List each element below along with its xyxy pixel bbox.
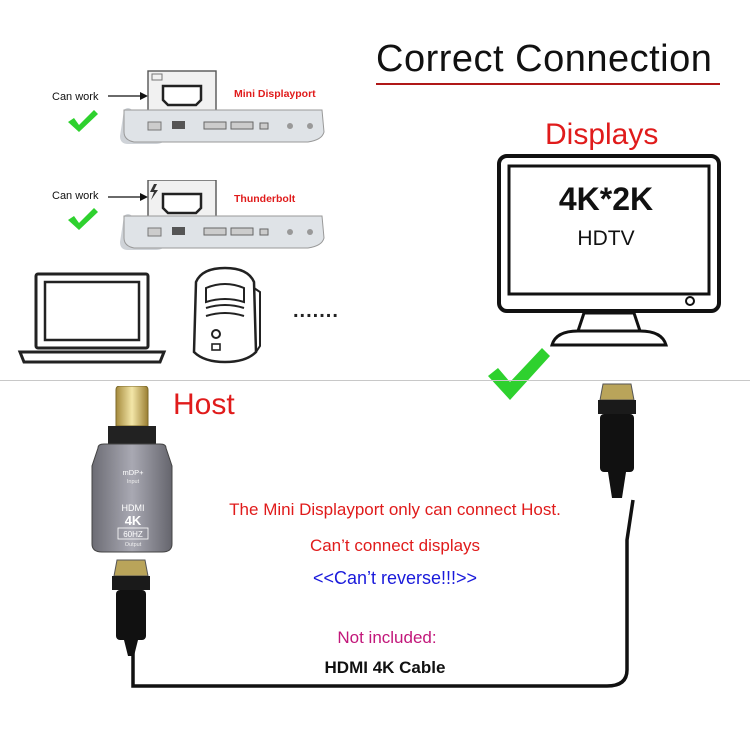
laptop-thunderbolt-illustration <box>108 180 325 250</box>
laptop2-status: Can work <box>52 190 99 202</box>
adapter-input-label: mDP+ <box>122 468 144 477</box>
adapter-input-sub: Input <box>127 479 140 485</box>
laptop-mini-displayport-illustration <box>108 70 325 144</box>
desktop-tower-icon <box>192 266 261 364</box>
not-included-label: Not included: <box>337 628 437 647</box>
cable-name: HDMI 4K Cable <box>324 658 446 677</box>
adapter-output-sub: Output <box>125 542 142 548</box>
check-icon <box>488 348 550 400</box>
laptop2-check-icon <box>68 208 98 230</box>
laptop1-port-label: Mini Displayport <box>234 88 316 100</box>
notice-host-only: The Mini Displayport only can connect Ho… <box>229 500 561 519</box>
more-devices-ellipsis: ....... <box>293 300 339 322</box>
adapter-output-brand: HDMI <box>122 503 145 513</box>
laptop2-port-label: Thunderbolt <box>234 193 296 205</box>
notice-cant-reverse: <<Can’t reverse!!!>> <box>312 568 478 588</box>
adapter-illustration: mDP+ Input HDMI 4K 60HZ Output <box>91 386 173 553</box>
section-divider <box>0 380 750 381</box>
monitor-resolution: 4K*2K <box>559 181 653 217</box>
monitor-illustration: 4K*2K HDTV <box>497 154 721 347</box>
host-label: Host <box>173 388 235 421</box>
laptop-icon <box>17 272 167 364</box>
displays-label: Displays <box>545 118 659 151</box>
adapter-output-res: 4K <box>125 513 142 528</box>
hdmi-cable-illustration <box>112 383 636 688</box>
title-underline <box>376 83 720 85</box>
laptop1-status: Can work <box>52 91 99 103</box>
laptop1-check-icon <box>68 110 98 132</box>
notice-no-displays: Can’t connect displays <box>309 536 481 555</box>
adapter-output-rate: 60HZ <box>123 530 143 539</box>
page-title: Correct Connection <box>376 38 713 80</box>
monitor-type: HDTV <box>577 227 634 250</box>
